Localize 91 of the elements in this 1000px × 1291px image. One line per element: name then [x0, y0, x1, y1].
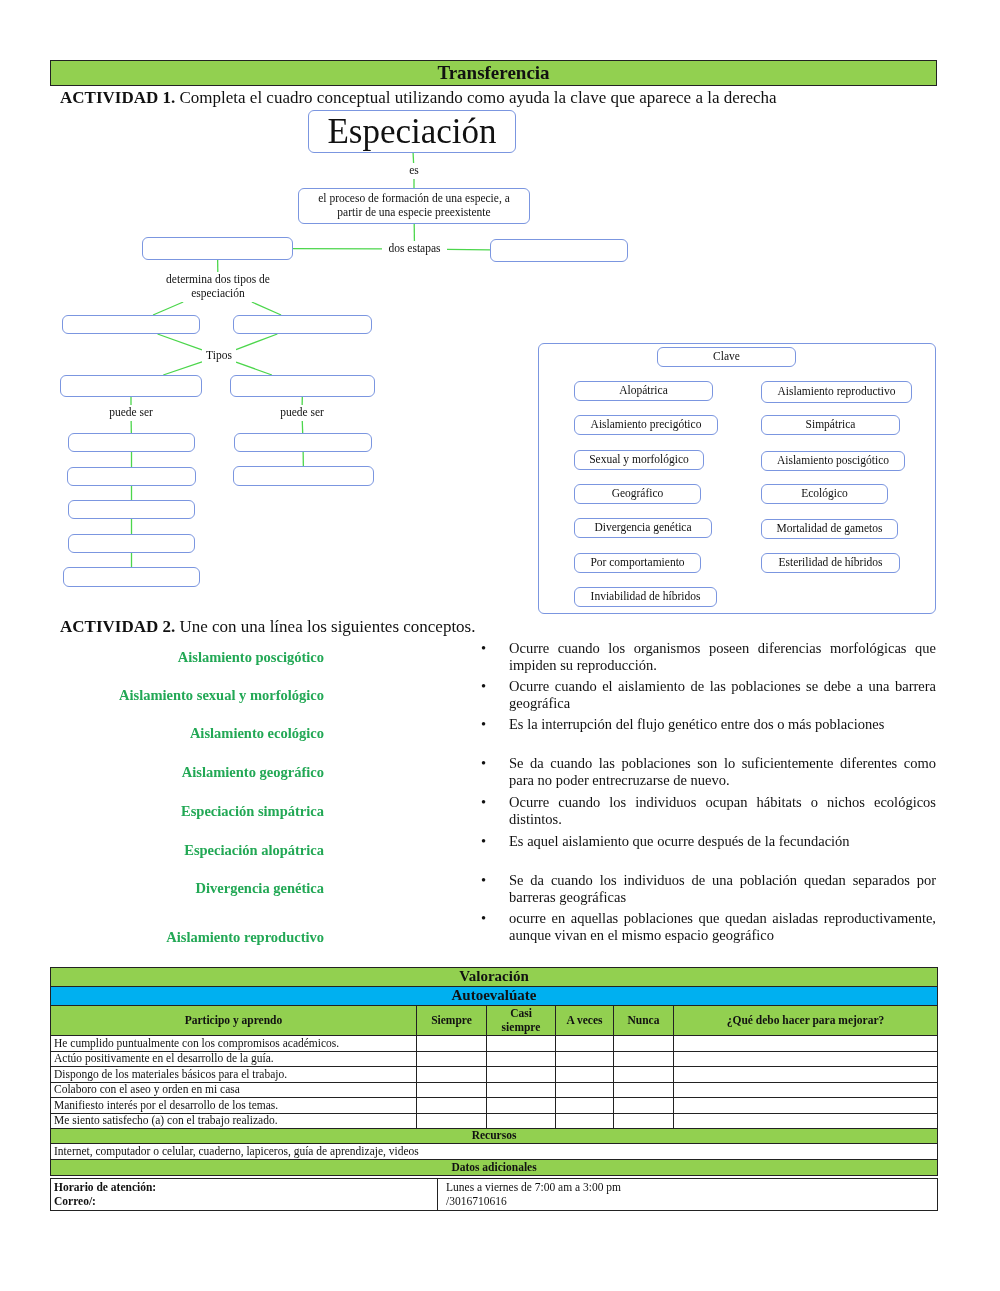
bullet-mark: • [481, 678, 488, 696]
key-term-box: Sexual y morfológico [574, 450, 704, 470]
key-panel [538, 343, 936, 614]
bullet-mark: • [481, 833, 488, 851]
column-header: A veces [555, 1005, 614, 1036]
key-term-box: Aislamiento reproductivo [761, 381, 912, 403]
connector-line [413, 178, 415, 189]
bullet-mark: • [481, 640, 488, 658]
connector-line [162, 361, 203, 376]
instruction-text: ACTIVIDAD 2. Une con una línea los siguientes conceptos. [60, 617, 477, 637]
row-label: He cumplido puntualmente con los compromisos académicos. [50, 1035, 417, 1051]
connector-line [235, 333, 278, 351]
concept-term: Aislamiento geográfico [180, 764, 324, 781]
bullet-mark: • [481, 716, 488, 734]
connector-line [235, 361, 273, 376]
key-term-box: Mortalidad de gametos [761, 519, 898, 539]
key-term-box: Inviabilidad de híbridos [574, 587, 717, 607]
empty-concept-box [234, 433, 372, 452]
row-label: Colaboro con el aseo y orden en mi casa [50, 1082, 417, 1098]
concept-term: Aislamiento reproductivo [165, 929, 324, 946]
connector-line [156, 333, 203, 351]
row-label: Actúo positivamente en el desarrollo de la guía. [50, 1051, 417, 1067]
key-term-box: Simpátrica [761, 415, 900, 435]
bullet-mark: • [481, 755, 488, 773]
linking-word: es [409, 164, 419, 178]
concept-term: Divergencia genética [194, 880, 324, 897]
linking-word: puede ser [109, 406, 153, 420]
column-header: Participo y aprendo [50, 1005, 417, 1036]
concept-term: Aislamiento sexual y morfológico [118, 687, 324, 704]
definition-text: Es la interrupción del flujo genético entre dos o más poblaciones [509, 716, 886, 734]
empty-concept-box [233, 466, 374, 486]
contact-label: Correo/: [54, 1194, 97, 1208]
empty-concept-box [62, 315, 200, 334]
key-term-box: Aislamiento precigótico [574, 415, 718, 435]
connector-line [130, 396, 132, 406]
empty-concept-box [68, 500, 195, 519]
bullet-mark: • [481, 872, 488, 890]
column-header: Casi siempre [486, 1005, 556, 1036]
column-header: ¿Qué debo hacer para mejorar? [673, 1005, 938, 1036]
contact-label: Horario de atención: [54, 1181, 158, 1195]
linking-word: dos estapas [388, 242, 441, 256]
definition-text: Ocurre cuando el aislamiento de las poblaciones se debe a una barrera geográfica [509, 678, 936, 713]
resource-text: Internet, computador o celular, cuaderno, lapiceros, guía de aprendizaje, videos [50, 1143, 938, 1160]
contact-info: Lunes a viernes de 7:00 am a 3:00 pm [446, 1181, 622, 1195]
bullet-mark: • [481, 910, 488, 928]
empty-concept-box [233, 315, 372, 334]
row-label: Dispongo de los materiales básicos para el trabajo. [50, 1066, 417, 1082]
connector-line [292, 248, 383, 250]
definition-text: ocurre en aquellas poblaciones que quedan aisladas reproductivamente, aunque vivan en el mismo espacio geográfico [509, 910, 936, 945]
connector-line [251, 301, 282, 316]
key-term-box: Geográfico [574, 484, 701, 504]
empty-concept-box [68, 534, 195, 553]
linking-word: Tipos [206, 349, 232, 363]
bullet-mark: • [481, 794, 488, 812]
definition-text: Se da cuando las poblaciones son lo suficientemente diferentes como para no poder entrecruzarse de nuevo. [509, 755, 936, 790]
empty-concept-box [142, 237, 293, 260]
concept-term: Especiación alopátrica [183, 842, 324, 859]
connector-line [152, 301, 184, 316]
linking-word: determina dos tipos de especiación [165, 273, 271, 301]
key-term-box: Divergencia genética [574, 518, 712, 538]
linking-word: puede ser [280, 406, 324, 420]
row-label: Me siento satisfecho (a) con el trabajo realizado. [50, 1113, 417, 1129]
key-term-box: Ecológico [761, 484, 888, 504]
empty-concept-box [230, 375, 375, 397]
empty-concept-box [68, 433, 195, 452]
instruction-text: ACTIVIDAD 1. Completa el cuadro conceptual utilizando como ayuda la clave que aparece a la derecha [60, 88, 778, 108]
empty-concept-box [63, 567, 200, 587]
section-header: Valoración [50, 967, 938, 987]
connector-line [446, 248, 491, 251]
definition-text: Es aquel aislamiento que ocurre después de la fecundación [509, 833, 851, 851]
concept-term: Aislamiento poscigótico [176, 649, 324, 666]
definition-text: Ocurre cuando los organismos poseen diferencias morfológicas que impiden su reproducción. [509, 640, 936, 675]
connector-line [301, 396, 303, 406]
definition-text: Ocurre cuando los individuos ocupan hábitats o nichos ecológicos distintos. [509, 794, 936, 829]
empty-concept-box [60, 375, 202, 397]
row-label: Manifiesto interés por el desarrollo de los temas. [50, 1097, 417, 1113]
key-term-box: Esterilidad de híbridos [761, 553, 900, 573]
concept-term: Especiación simpátrica [180, 803, 324, 820]
key-term-box: Aislamiento poscigótico [761, 451, 905, 471]
concept-box: el proceso de formación de una especie, a partir de una especie preexistente [298, 188, 530, 224]
title-bar: Transferencia [50, 60, 937, 86]
key-title-box: Clave [657, 347, 796, 367]
concept-term: Aislamiento ecológico [188, 725, 324, 742]
empty-concept-box [490, 239, 628, 262]
column-header: Siempre [416, 1005, 487, 1036]
contact-info: /3016710616 [446, 1194, 508, 1208]
key-term-box: Alopátrica [574, 381, 713, 401]
column-header: Nunca [613, 1005, 674, 1036]
key-term-box: Por comportamiento [574, 553, 701, 573]
empty-concept-box [67, 467, 196, 486]
main-concept-box: Especiación [308, 110, 516, 153]
